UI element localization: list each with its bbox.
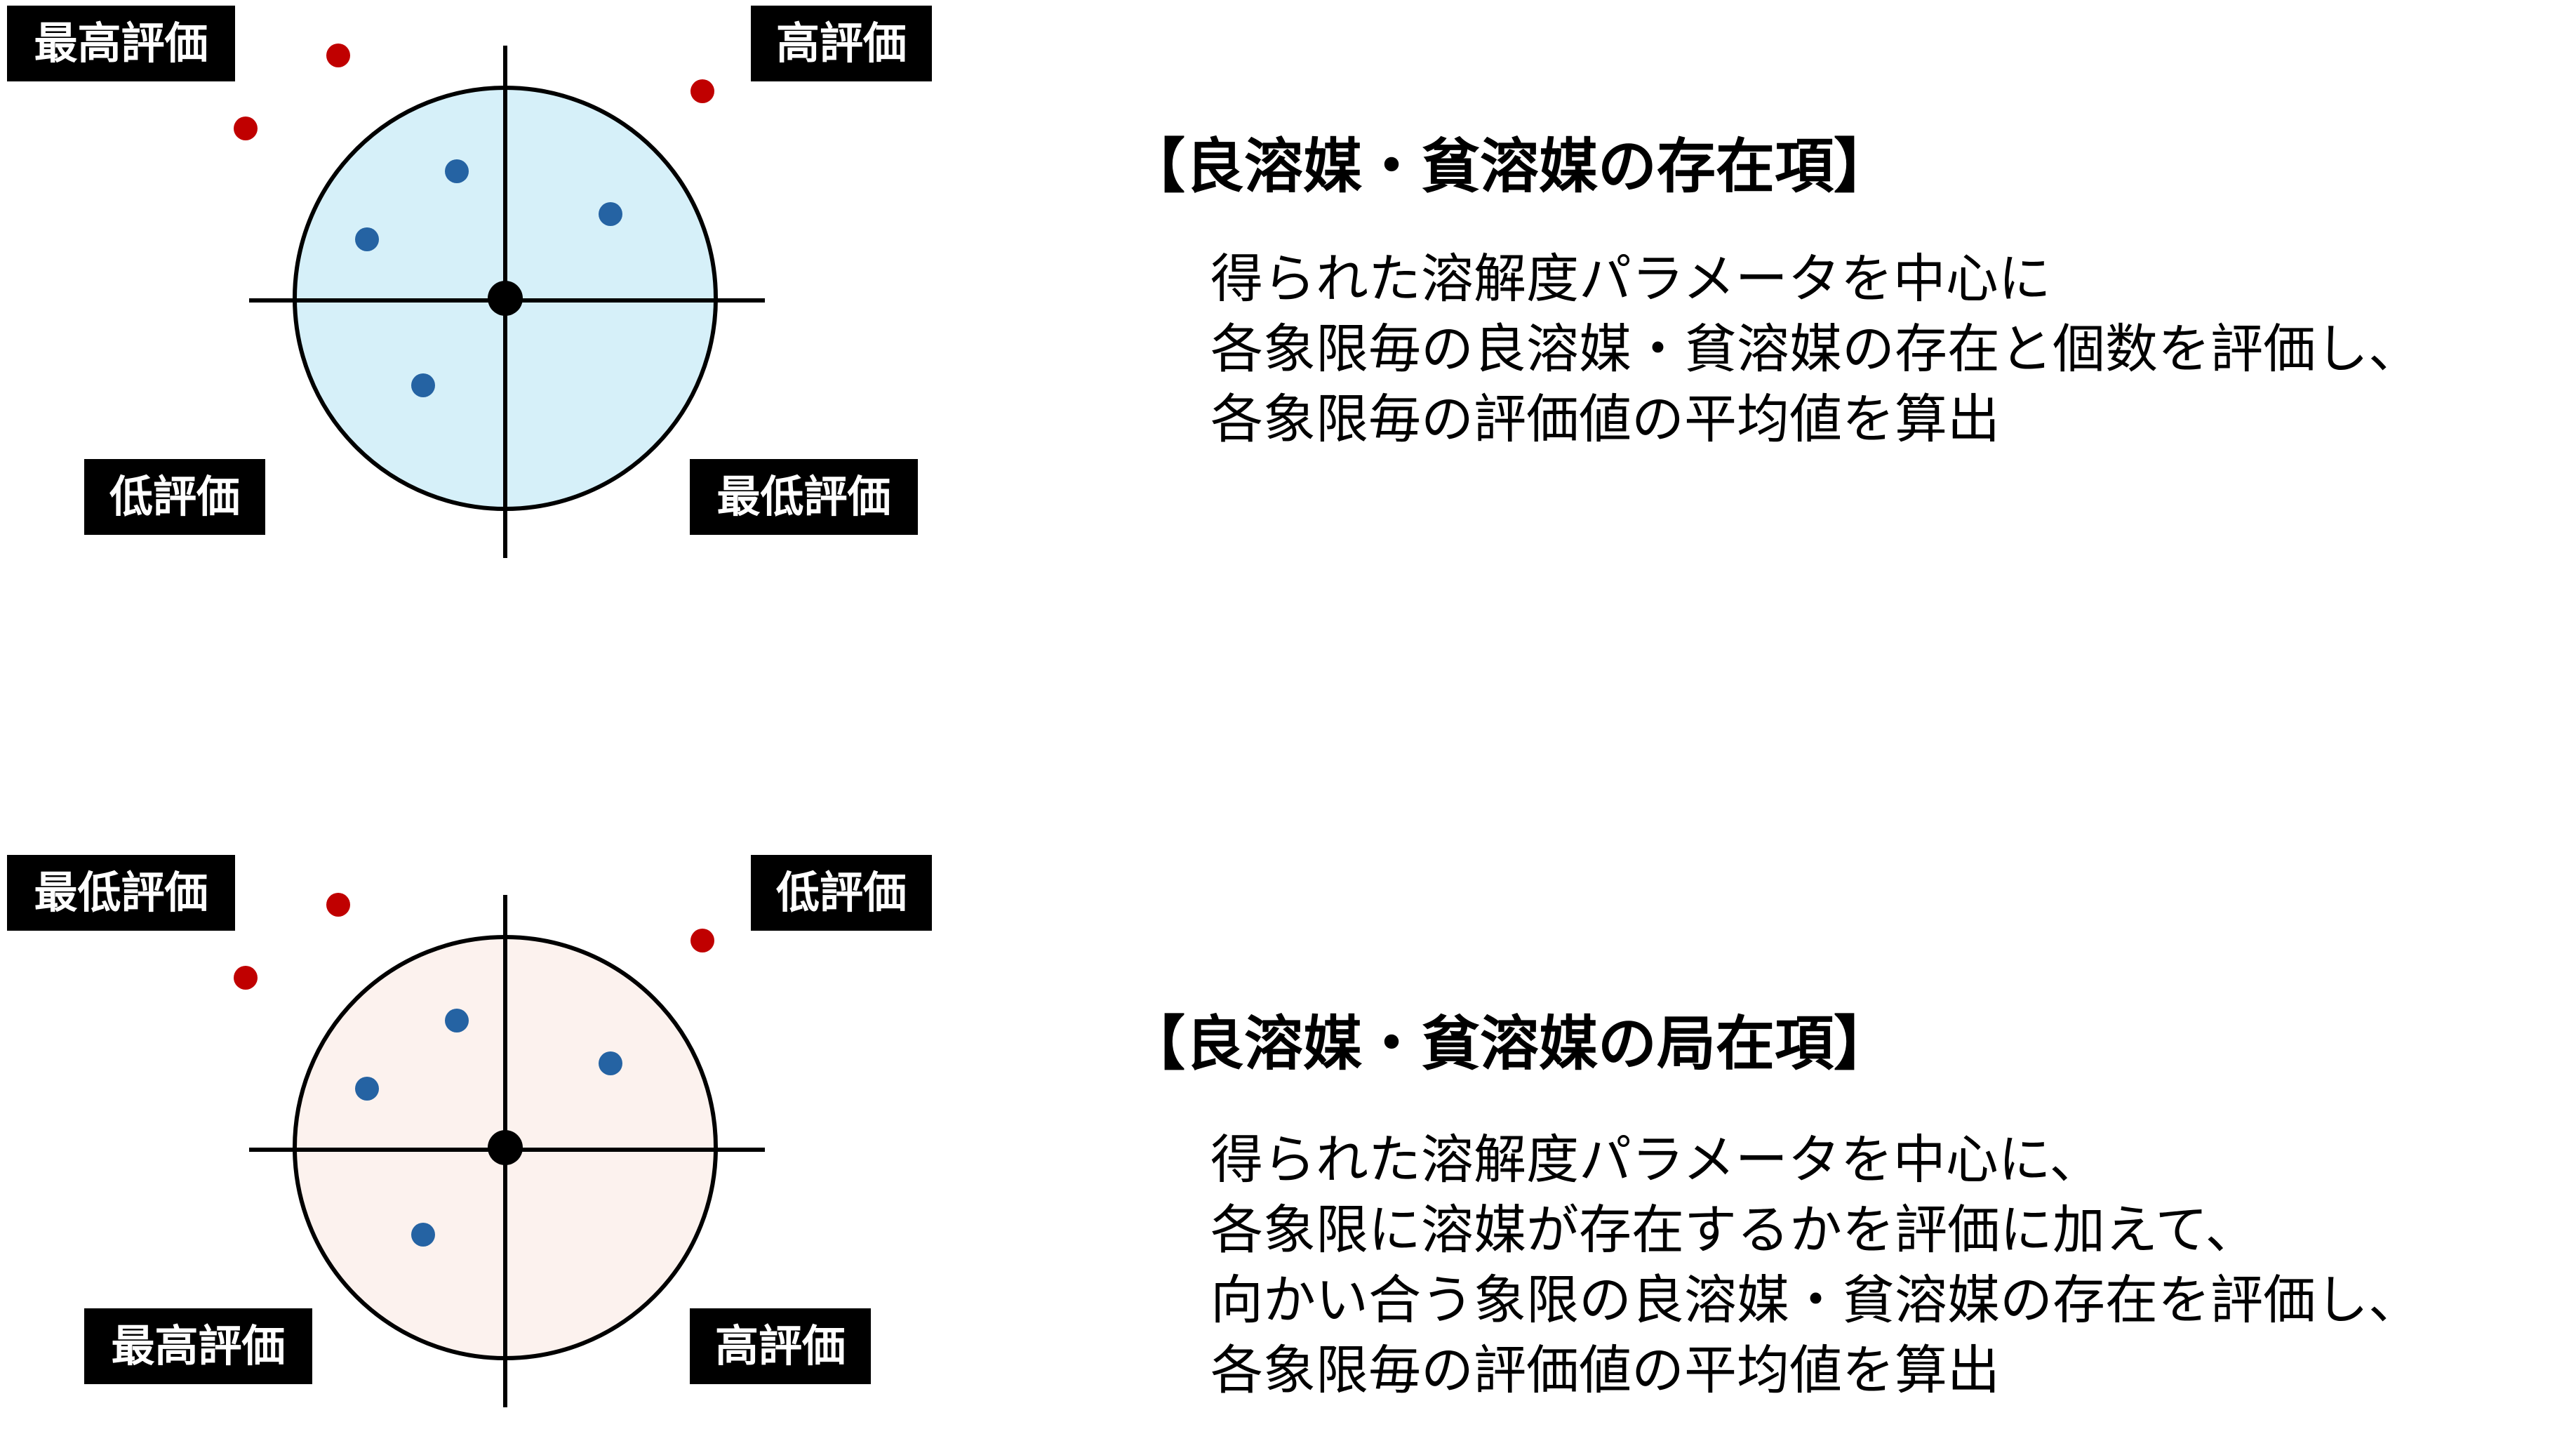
bottom-good-solvent-point	[411, 1223, 435, 1247]
bottom-description: 得られた溶解度パラメータを中心に、 各象限に溶媒が存在するかを評価に加えて、 向…	[1210, 1124, 2421, 1405]
top-poor-solvent-point	[690, 79, 714, 103]
top-label-top-left: 最高評価	[7, 6, 235, 81]
bottom-description-line: 各象限毎の評価値の平均値を算出	[1210, 1339, 2001, 1401]
bottom-poor-solvent-point	[690, 929, 714, 952]
top-good-solvent-point	[355, 227, 379, 251]
bottom-good-solvent-point	[599, 1051, 622, 1075]
top-poor-solvent-point	[234, 117, 258, 140]
bottom-label-top-left: 最低評価	[7, 855, 235, 931]
top-description: 得られた溶解度パラメータを中心に 各象限毎の良溶媒・貧溶媒の存在と個数を評価し、…	[1210, 244, 2421, 454]
bottom-good-solvent-point	[445, 1009, 469, 1032]
bottom-description-line: 向かい合う象限の良溶媒・貧溶媒の存在を評価し、	[1210, 1269, 2422, 1331]
top-poor-solvent-point	[326, 44, 350, 67]
top-good-solvent-point	[599, 202, 622, 226]
bottom-description-line: 得られた溶解度パラメータを中心に、	[1210, 1129, 2102, 1190]
top-good-solvent-point	[411, 373, 435, 397]
bottom-description-line: 各象限に溶媒が存在するかを評価に加えて、	[1210, 1199, 2258, 1261]
bottom-good-solvent-point	[355, 1077, 379, 1101]
bottom-label-top-right: 低評価	[751, 855, 932, 931]
bottom-heading: 【良溶媒・貧溶媒の局在項】	[1126, 1009, 1893, 1078]
bottom-label-bottom-left: 最高評価	[84, 1308, 312, 1384]
bottom-poor-solvent-point	[234, 966, 258, 990]
bottom-quadrant-diagram	[234, 893, 765, 1407]
top-heading: 【良溶媒・貧溶媒の存在項】	[1126, 132, 1893, 201]
top-center-point	[488, 281, 523, 316]
bottom-center-point	[488, 1130, 523, 1165]
top-label-top-right: 高評価	[751, 6, 932, 81]
top-description-line: 各象限毎の評価値の平均値を算出	[1210, 388, 2001, 450]
top-description-line: 得られた溶解度パラメータを中心に	[1210, 248, 2051, 310]
bottom-poor-solvent-point	[326, 893, 350, 917]
bottom-label-bottom-right: 高評価	[690, 1308, 871, 1384]
top-description-line: 各象限毎の良溶媒・貧溶媒の存在と個数を評価し、	[1210, 318, 2422, 380]
top-label-bottom-left: 低評価	[84, 459, 265, 535]
top-good-solvent-point	[445, 159, 469, 183]
top-quadrant-diagram	[234, 44, 765, 558]
top-label-bottom-right: 最低評価	[690, 459, 918, 535]
